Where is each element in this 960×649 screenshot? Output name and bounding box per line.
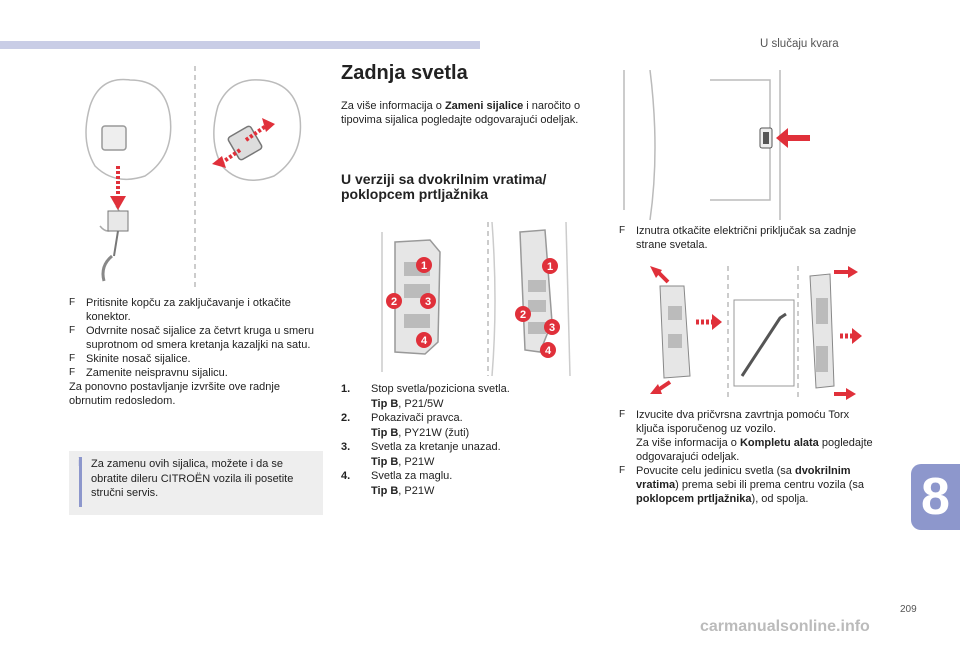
torx-removal-illustration	[620, 266, 864, 400]
marker-3: 3	[544, 319, 560, 335]
note-bar	[79, 457, 82, 507]
svg-text:2: 2	[391, 296, 397, 308]
header-accent-bar	[0, 41, 480, 49]
intro-text: Za više informacija o Zameni sijalice i …	[341, 100, 581, 126]
marker-3: 3	[420, 293, 436, 309]
svg-text:1: 1	[421, 260, 427, 272]
svg-text:4: 4	[545, 345, 552, 357]
list-item: 4.Svetla za maglu.Tip B, P21W	[341, 470, 453, 497]
note-text: Za zamenu ovih sijalica, možete i da se …	[91, 458, 294, 499]
chapter-tab: 8	[911, 464, 960, 530]
marker-4: 4	[540, 342, 556, 358]
info-icon: i	[78, 455, 82, 469]
marker-1: 1	[542, 258, 558, 274]
section-subtitle: U verziji sa dvokrilnim vratima/ poklopc…	[341, 171, 547, 202]
list-item: 3.Svetla za kretanje unazad.Tip B, P21W	[341, 441, 501, 468]
reassembly-text: Za ponovno postavljanje izvršite ove rad…	[69, 381, 280, 407]
svg-text:1: 1	[547, 261, 553, 273]
marker-4: 4	[416, 332, 432, 348]
svg-text:3: 3	[549, 322, 555, 334]
marker-1: 1	[416, 257, 432, 273]
bullet-marker: F	[619, 465, 626, 476]
info-note: i Za zamenu ovih sijalica, možete i da s…	[69, 451, 323, 515]
bullet-marker: F	[69, 297, 76, 308]
page-title: Zadnja svetla	[341, 62, 468, 84]
list-item: 1.Stop svetla/poziciona svetla.Tip B, P2…	[341, 383, 510, 410]
bullet-marker: F	[69, 353, 76, 364]
section-title: U slučaju kvara	[760, 38, 839, 50]
svg-text:2: 2	[520, 309, 526, 321]
lamp-illustration-left	[70, 66, 322, 288]
marker-2: 2	[515, 306, 531, 322]
bullet-marker: F	[619, 409, 626, 420]
connector-illustration	[620, 69, 814, 221]
page-number: 209	[900, 604, 917, 615]
list-item: 2.Pokazivači pravca.Tip B, PY21W (žuti)	[341, 412, 470, 439]
svg-text:4: 4	[421, 335, 428, 347]
watermark: carmanualsonline.info	[700, 618, 870, 635]
bullet-marker: F	[69, 325, 76, 336]
lamp-list: 1.Stop svetla/poziciona svetla.Tip B, P2…	[341, 382, 581, 498]
bullet-marker: F	[619, 225, 626, 236]
bullet-marker: F	[69, 367, 76, 378]
callout-markers: 1 2 3 4 1 2 3 4	[386, 257, 560, 358]
svg-text:3: 3	[425, 296, 431, 308]
marker-2: 2	[386, 293, 402, 309]
